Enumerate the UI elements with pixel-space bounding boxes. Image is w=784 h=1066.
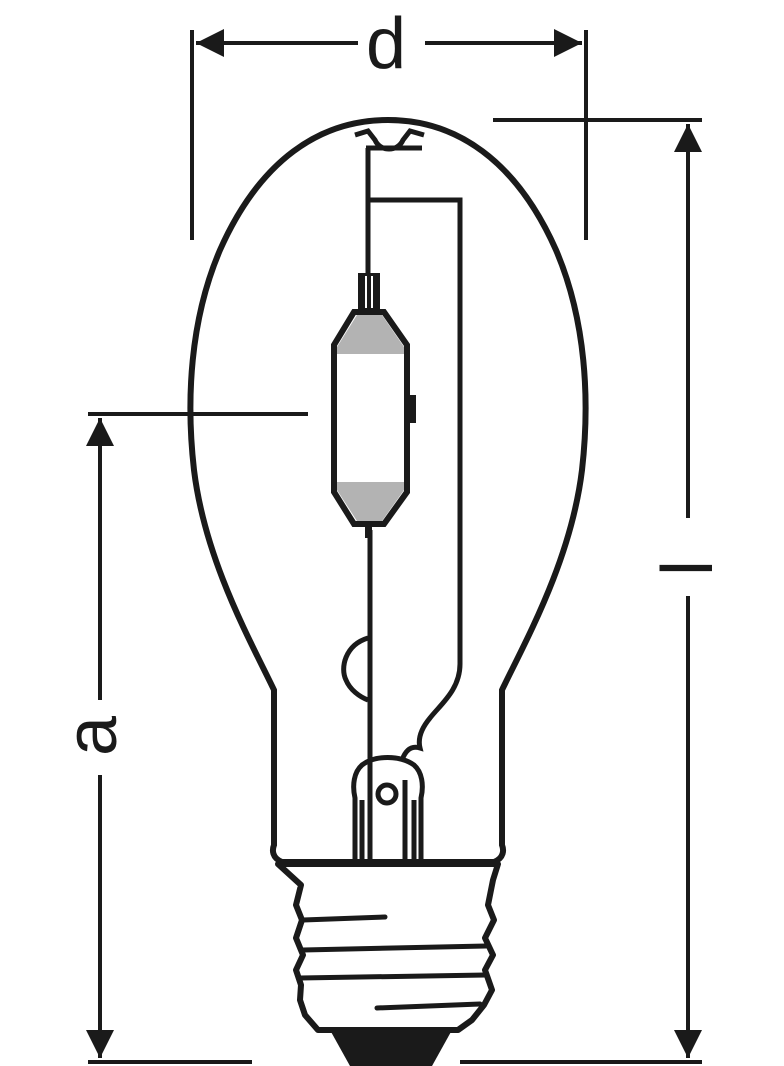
dimension-label-d: d xyxy=(366,4,407,84)
stem-press xyxy=(351,755,425,862)
screw-threads xyxy=(297,914,489,1011)
dimension-label-l: l xyxy=(648,560,728,576)
dimension-label-a: a xyxy=(52,715,132,757)
dimension-l xyxy=(493,118,702,1058)
arc-tube-end-fill-bottom xyxy=(337,482,404,521)
dimension-d xyxy=(190,29,588,240)
base-contact-tip xyxy=(330,1030,452,1066)
arc-tube xyxy=(331,273,416,538)
starter-tab xyxy=(406,395,416,423)
top-support-spring xyxy=(354,128,425,152)
dimension-a xyxy=(86,412,308,1058)
bulb-outline xyxy=(187,116,589,865)
arc-tube-pinch-top xyxy=(358,273,380,311)
arc-tube-end-fill-top xyxy=(337,315,404,354)
getter-loop xyxy=(341,635,369,703)
frame-wire xyxy=(365,148,463,761)
